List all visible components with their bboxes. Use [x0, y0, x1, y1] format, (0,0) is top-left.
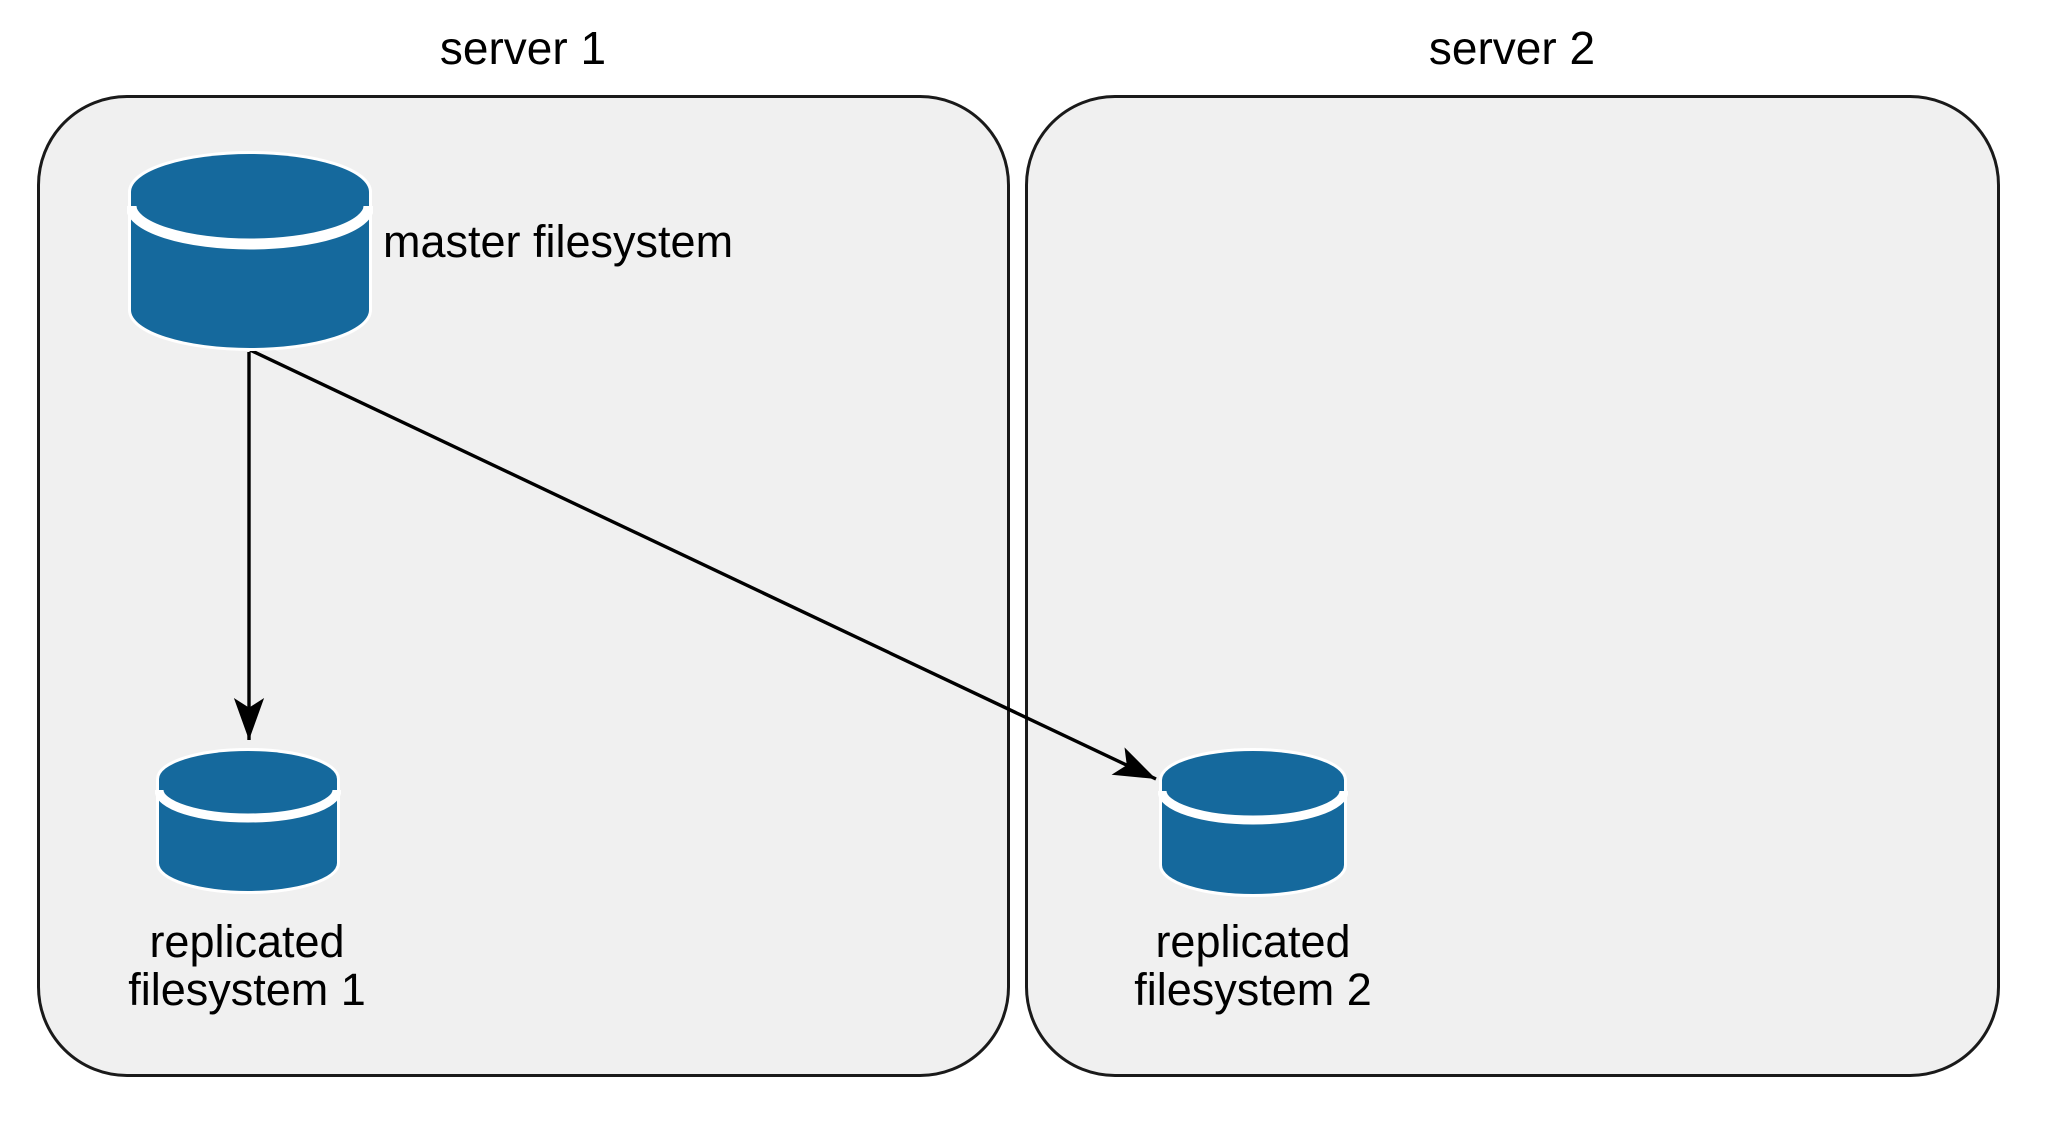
replicated-filesystem-1-label-line1: replicated: [149, 916, 345, 967]
database-icon: [1158, 748, 1348, 897]
server-2-title: server 2: [1428, 22, 1596, 74]
replicated-filesystem-1-node: [155, 747, 341, 895]
replicated-filesystem-2-label: replicated filesystem 2: [1033, 918, 1473, 1014]
replicated-filesystem-2-label-line2: filesystem 2: [1134, 964, 1372, 1015]
master-filesystem-label: master filesystem: [383, 216, 734, 267]
replicated-filesystem-2-node: [1158, 747, 1348, 898]
database-icon: [127, 151, 373, 351]
server-2-container: [1025, 95, 2000, 1077]
server-1-title: server 1: [439, 22, 607, 74]
replicated-filesystem-1-label-line2: filesystem 1: [128, 964, 366, 1015]
database-icon: [155, 748, 341, 894]
master-filesystem-node: [127, 150, 373, 352]
replicated-filesystem-2-label-line1: replicated: [1155, 916, 1351, 967]
replicated-filesystem-1-label: replicated filesystem 1: [27, 918, 467, 1014]
